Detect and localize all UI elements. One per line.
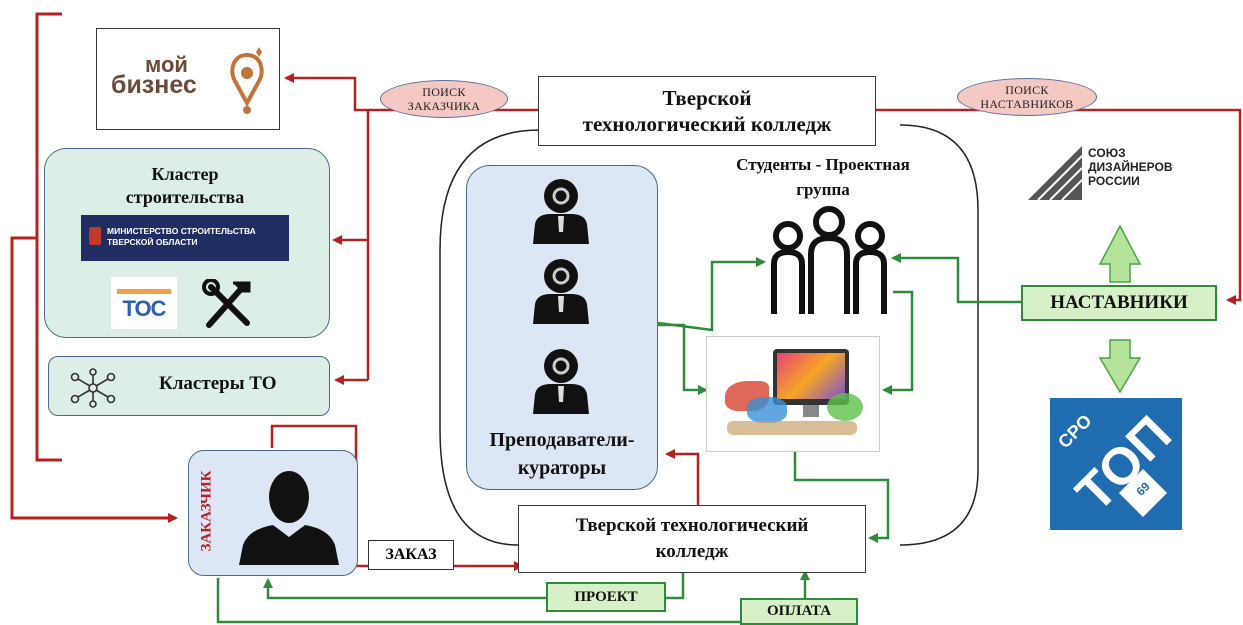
client-box: ЗАКАЗЧИК: [188, 450, 358, 576]
construction-cluster-title: Кластер строительства: [125, 164, 245, 207]
sro-small-text: СРО: [1054, 410, 1096, 453]
network-icon: [70, 368, 116, 408]
ministry-banner: МИНИСТЕРСТВО СТРОИТЕЛЬСТВА ТВЕРСКОЙ ОБЛА…: [81, 215, 289, 261]
designers-union-logo: СОЮЗ ДИЗАЙНЕРОВ РОССИИ: [1028, 140, 1173, 222]
teachers-panel: Преподаватели-кураторы: [466, 165, 658, 490]
designers-line-1: СОЮЗ: [1088, 146, 1126, 160]
clusters-to-label: Кластеры ТО: [159, 373, 277, 394]
design-computer-image: [706, 336, 880, 452]
college-top-box: Тверской технологический колледж: [538, 76, 876, 146]
tools-icon: [202, 279, 251, 328]
triangle-logo-icon: [1028, 146, 1083, 200]
teacher-gear-icon: [533, 259, 589, 324]
teachers-label: Преподаватели-кураторы: [489, 429, 635, 479]
tos-logo: ТОС: [111, 277, 177, 329]
ministry-line-1: МИНИСТЕРСТВО СТРОИТЕЛЬСТВА: [107, 226, 256, 236]
clusters-to-box: Кластеры ТО: [48, 356, 330, 416]
sro-top-logo: СРО ТОП 69: [1050, 398, 1182, 530]
students-group-icon: [771, 206, 887, 314]
location-pin-icon: [230, 47, 264, 114]
construction-cluster: Кластер строительства МИНИСТЕРСТВО СТРОИ…: [44, 148, 330, 338]
designers-line-3: РОССИИ: [1088, 174, 1140, 188]
designers-line-2: ДИЗАЙНЕРОВ: [1088, 160, 1173, 174]
ministry-line-2: ТВЕРСКОЙ ОБЛАСТИ: [107, 237, 198, 247]
moy-text: мой: [145, 52, 188, 77]
person-silhouette-icon: [239, 471, 339, 565]
client-label: ЗАКАЗЧИК: [198, 470, 215, 552]
teacher-gear-icon: [533, 349, 589, 414]
mentors-label: НАСТАВНИКИ: [1021, 285, 1217, 321]
project-label: ПРОЕКТ: [546, 582, 666, 612]
tos-text: ТОС: [122, 296, 167, 321]
biznes-text: бизнес: [111, 71, 197, 99]
students-label: Студенты - Проектная группа: [736, 155, 910, 199]
search-client-oval: ПОИСК ЗАКАЗЧИКА: [380, 80, 508, 118]
payment-label: ОПЛАТА: [740, 598, 858, 625]
coat-of-arms-icon: [89, 227, 101, 245]
college-bottom-box: Тверской технологический колледж: [518, 505, 866, 573]
moy-biznes-logo: мой бизнес: [96, 28, 280, 130]
teacher-gear-icon: [533, 179, 589, 244]
search-mentors-oval: ПОИСК НАСТАВНИКОВ: [957, 78, 1097, 116]
order-label: ЗАКАЗ: [368, 540, 454, 570]
